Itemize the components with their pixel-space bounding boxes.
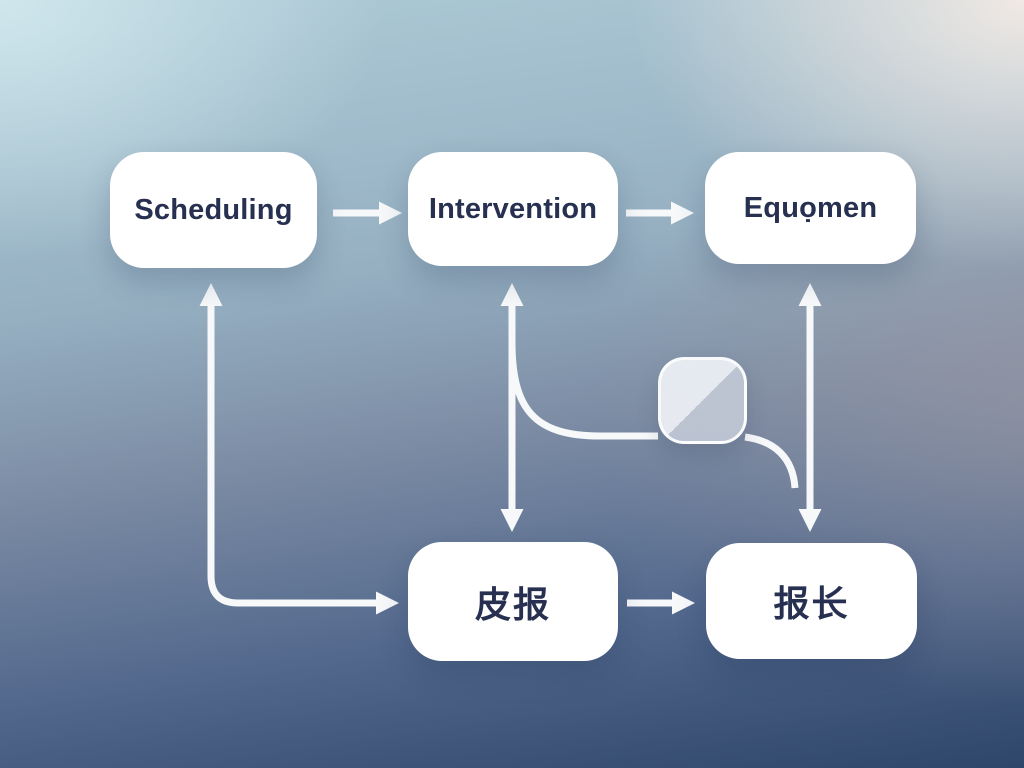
- double-arrow-equipment-report-right: [798, 283, 822, 532]
- node-scheduling-label: Scheduling: [134, 193, 293, 226]
- node-intervention: Intervention: [408, 152, 618, 266]
- node-equipment-label: Equọmen: [743, 191, 878, 224]
- curve-stem-to-decision: [508, 341, 658, 440]
- curve-decision-out: [744, 433, 799, 489]
- node-report-right-label: 报长: [773, 583, 850, 624]
- node-equipment: Equọmen: [705, 152, 916, 264]
- decision-squircle-shape: [658, 357, 747, 444]
- elbow-arrow-scheduling-report-left: [199, 283, 399, 615]
- node-scheduling: Scheduling: [110, 152, 317, 268]
- arrow-intervention-to-equipment: [626, 201, 694, 225]
- node-report-right: 报长: [706, 543, 917, 659]
- arrow-report-left-to-report-right: [627, 591, 695, 615]
- node-report-left-label: 皮报: [474, 583, 551, 625]
- double-arrow-intervention-report-left: [500, 283, 524, 532]
- node-report-left: 皮报: [408, 542, 618, 661]
- node-intervention-label: Intervention: [428, 192, 598, 225]
- arrow-scheduling-to-intervention: [333, 201, 402, 225]
